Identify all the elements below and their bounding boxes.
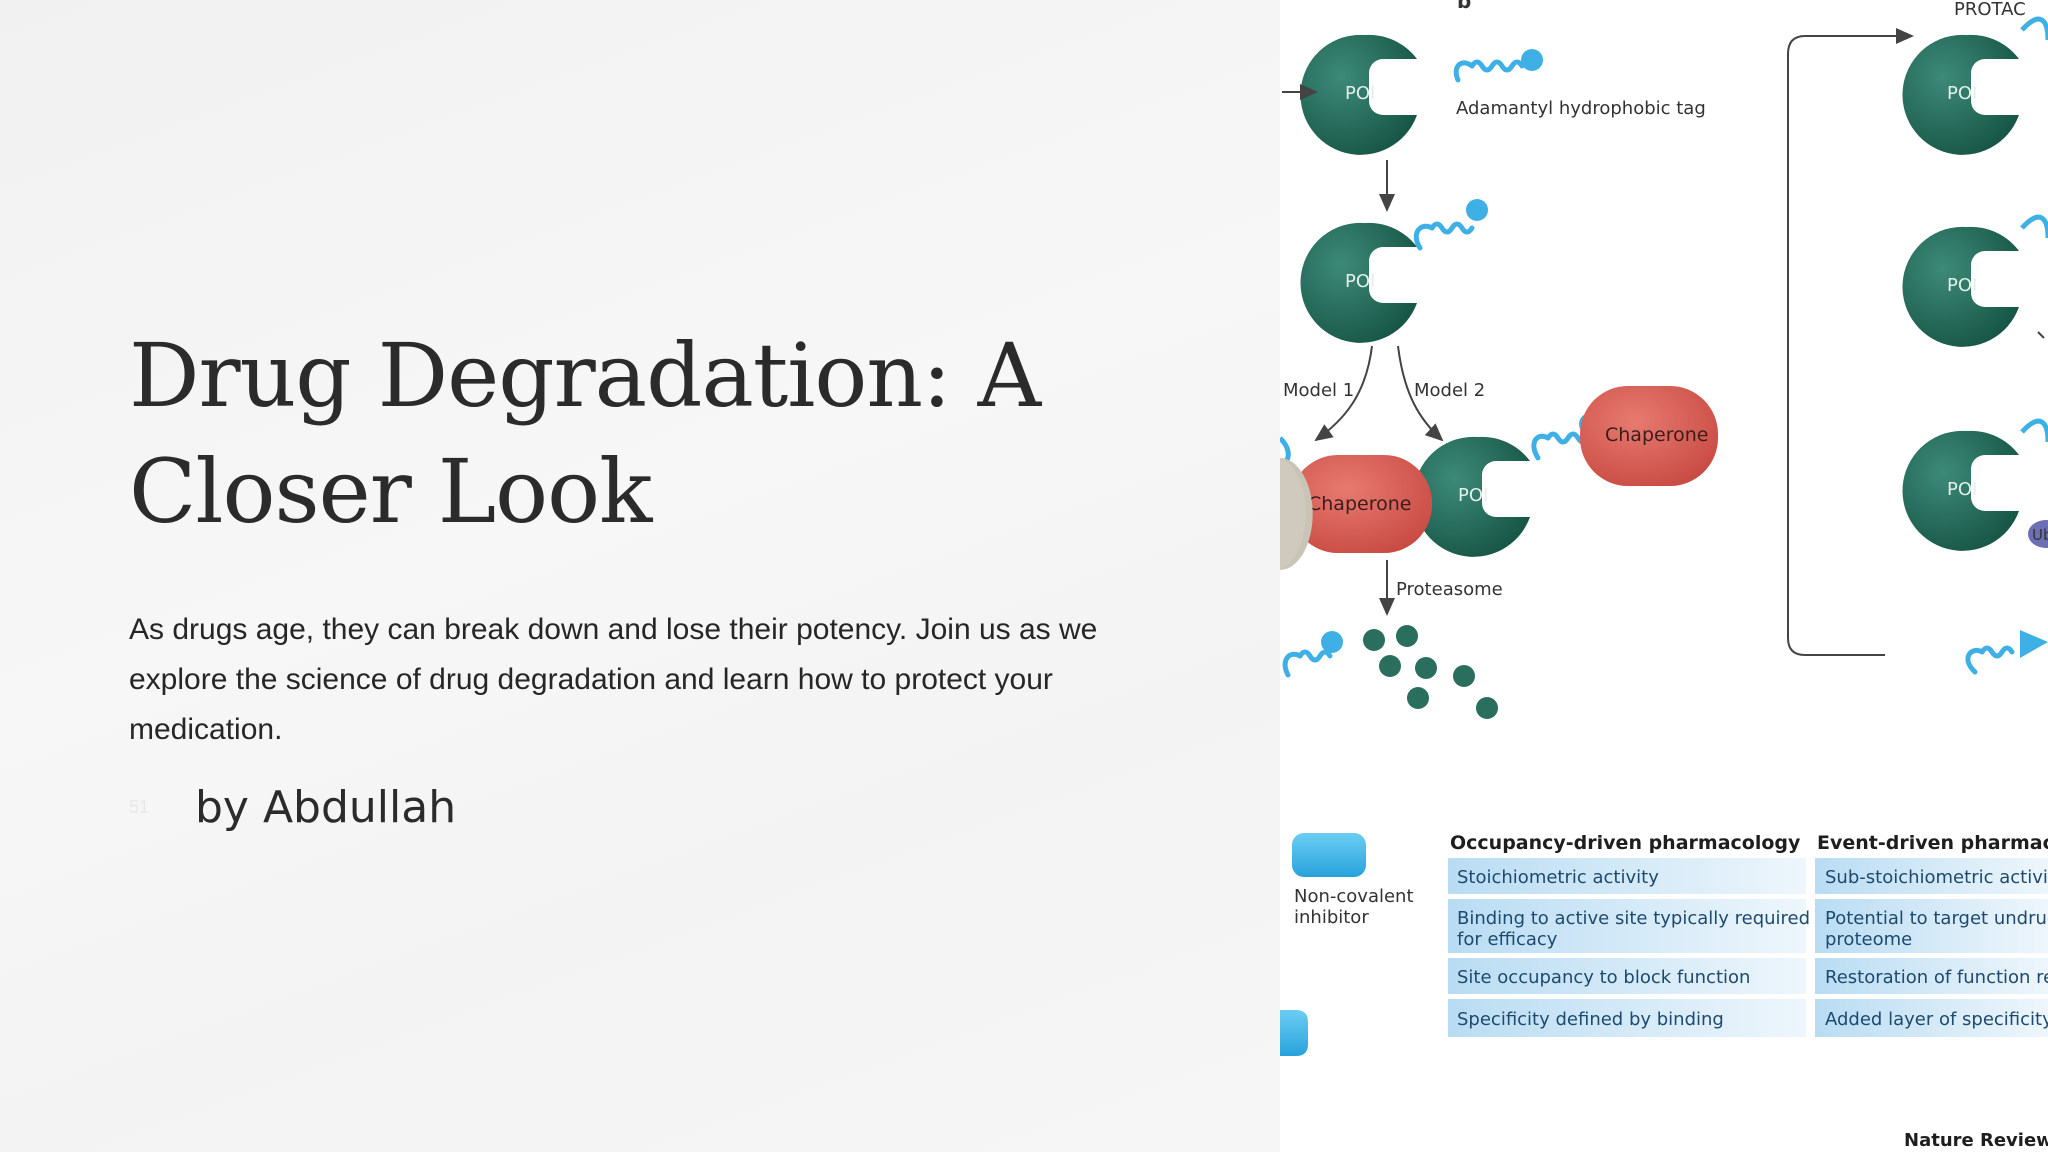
inhibitor-label-line2: inhibitor — [1294, 907, 1369, 928]
model1-label: Model 1 — [1283, 380, 1354, 401]
author-name: by Abdullah — [195, 782, 457, 833]
hydrophobic-tag-icon — [1453, 49, 1543, 83]
pharmacology-table: Occupancy-driven pharmacology Event-driv… — [1448, 832, 2048, 1037]
table-cell-text: for efficacy — [1457, 929, 1558, 950]
table-cell-text: Restoration of function re — [1825, 967, 2048, 988]
proteasome-label: Proteasome — [1396, 579, 1503, 600]
poi-protein-1: POI — [1300, 34, 1417, 155]
model2-label: Model 2 — [1414, 380, 1485, 401]
slide-title: Drug Degradation: A Closer Look — [129, 324, 1041, 543]
arrow-icon — [1397, 345, 1444, 442]
chaperone-label: Chaperone — [1308, 493, 1411, 515]
degraded-fragments-icon — [1363, 625, 1498, 719]
tag-label: Adamantyl hydrophobic tag — [1456, 98, 1706, 119]
protac-label: PROTAC — [1954, 0, 2026, 20]
inhibitor-fragment-icon — [1280, 1010, 1308, 1056]
degradation-figure: POI POI POI POI POI POI — [1280, 0, 2048, 1152]
table-col2-header: Event-driven pharmacology — [1817, 832, 2048, 854]
poi-protein-5: POI — [1902, 226, 2019, 347]
poi-label: POI — [1458, 485, 1488, 506]
arrow-icon — [2037, 331, 2045, 339]
partial-protein-icon — [1280, 458, 1313, 570]
protac-cycle-arrow — [1787, 28, 1914, 656]
table-cell — [1448, 858, 1806, 894]
table-cell — [1815, 999, 2048, 1037]
table-cell-text: Site occupancy to block function — [1457, 967, 1750, 988]
poi-label: POI — [1345, 271, 1375, 292]
table-cell — [1815, 958, 2048, 994]
table-cell — [1448, 958, 1806, 994]
poi-label: POI — [1345, 83, 1375, 104]
poi-label: POI — [1947, 275, 1977, 296]
figure-credit: Nature Reviews — [1904, 1130, 2048, 1151]
inhibitor-label-line1: Non-covalent — [1294, 886, 1414, 907]
table-cell — [1448, 899, 1806, 953]
inhibitor-legend: Non-covalent inhibitor — [1280, 833, 1414, 1056]
author-row: 51 by Abdullah — [129, 782, 456, 833]
table-cell-text: Stoichiometric activity — [1457, 867, 1659, 888]
table-cell — [1448, 999, 1806, 1037]
arrow-icon — [1314, 345, 1373, 442]
svg-text:Ub: Ub — [2032, 526, 2048, 544]
poi-protein-6: POI — [1902, 430, 2019, 551]
non-covalent-inhibitor-icon — [1292, 833, 1366, 877]
table-cell — [1815, 858, 2048, 894]
chaperone-label: Chaperone — [1605, 424, 1708, 446]
poi-label: POI — [1947, 479, 1977, 500]
figure-diagram: POI POI POI POI POI POI — [1280, 0, 2048, 1151]
author-avatar: 51 — [129, 797, 150, 817]
table-cell-text: Potential to target undrug — [1825, 908, 2048, 929]
poi-protein-2: POI — [1300, 222, 1417, 343]
table-cell — [1815, 899, 2048, 953]
poi-label: POI — [1947, 83, 1977, 104]
hydrophobic-tag-icon — [1413, 199, 1488, 251]
table-col1-header: Occupancy-driven pharmacology — [1450, 832, 1801, 854]
slide-text-area: Drug Degradation: A Closer Look As drugs… — [0, 0, 1280, 1152]
hydrophobic-tag-icon — [1965, 630, 2048, 675]
poi-protein-4: POI — [1902, 34, 2019, 155]
table-cell-text: Added layer of specificity — [1825, 1009, 2048, 1030]
slide-subtitle: As drugs age, they can break down and lo… — [129, 613, 1098, 746]
chaperone-1: Chaperone — [1290, 455, 1432, 553]
table-cell-text: proteome — [1825, 929, 1912, 950]
panel-label-b: b — [1457, 0, 1471, 13]
hydrophobic-tag-icon — [1282, 631, 1343, 678]
table-cell-text: Specificity defined by binding — [1457, 1009, 1724, 1030]
table-cell-text: Sub-stoichiometric activity — [1825, 867, 2048, 888]
poi-protein-3: POI — [1413, 436, 1530, 557]
chaperone-2: Chaperone — [1580, 386, 1718, 486]
ubiquitin-icon: Ub — [2028, 520, 2048, 548]
table-cell-text: Binding to active site typically require… — [1457, 908, 1810, 929]
